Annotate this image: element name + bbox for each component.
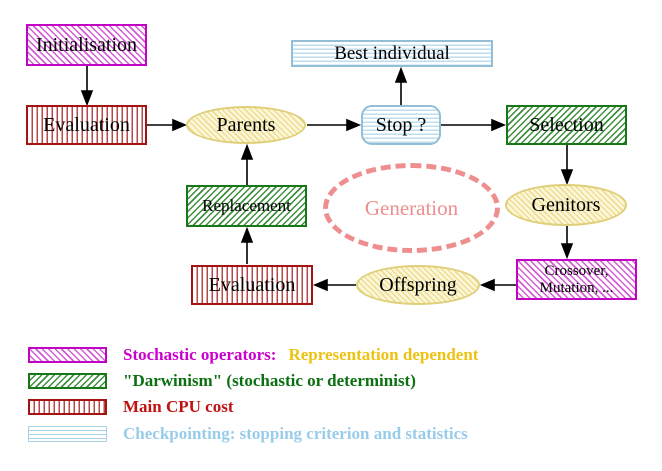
generation-cycle-ellipse: Generation: [323, 163, 500, 253]
legend-swatch-green-hatch: [28, 372, 107, 389]
node-best-individual: Best individual: [291, 40, 493, 67]
node-offspring: Offspring: [356, 265, 480, 305]
node-initialisation: Initialisation: [26, 24, 147, 66]
node-evaluation-bottom: Evaluation: [191, 265, 313, 305]
node-stop: Stop ?: [361, 105, 441, 145]
legend-label-checkpointing: Checkpointing: stopping criterion and st…: [123, 423, 468, 443]
legend-swatch-cyan-stripes: [28, 425, 107, 442]
node-parents: Parents: [186, 106, 306, 144]
legend-label-stochastic-operators: Stochastic operators:: [123, 344, 277, 364]
node-genitors: Genitors: [505, 184, 627, 226]
node-replacement: Replacement: [186, 185, 307, 227]
legend-row-stochastic-operators: Stochastic operators: Representation dep…: [28, 344, 479, 364]
legend-swatch-red-stripes: [28, 398, 107, 415]
legend-label-darwinism: "Darwinism" (stochastic or determinist): [123, 370, 416, 390]
legend-label-main-cpu-cost: Main CPU cost: [123, 396, 234, 416]
legend-row-checkpointing: Checkpointing: stopping criterion and st…: [28, 423, 468, 443]
legend-label-representation-dependent: Representation dependent: [288, 344, 479, 364]
node-selection: Selection: [506, 105, 627, 145]
node-evaluation-top: Evaluation: [26, 105, 147, 145]
legend-swatch-magenta-hatch: [28, 346, 107, 363]
crossover-line2: Mutation, ...: [539, 279, 614, 296]
node-crossover-mutation: Crossover, Mutation, ...: [516, 259, 637, 300]
legend-row-main-cpu-cost: Main CPU cost: [28, 396, 234, 416]
legend-row-darwinism: "Darwinism" (stochastic or determinist): [28, 370, 416, 390]
crossover-line1: Crossover,: [544, 262, 609, 279]
